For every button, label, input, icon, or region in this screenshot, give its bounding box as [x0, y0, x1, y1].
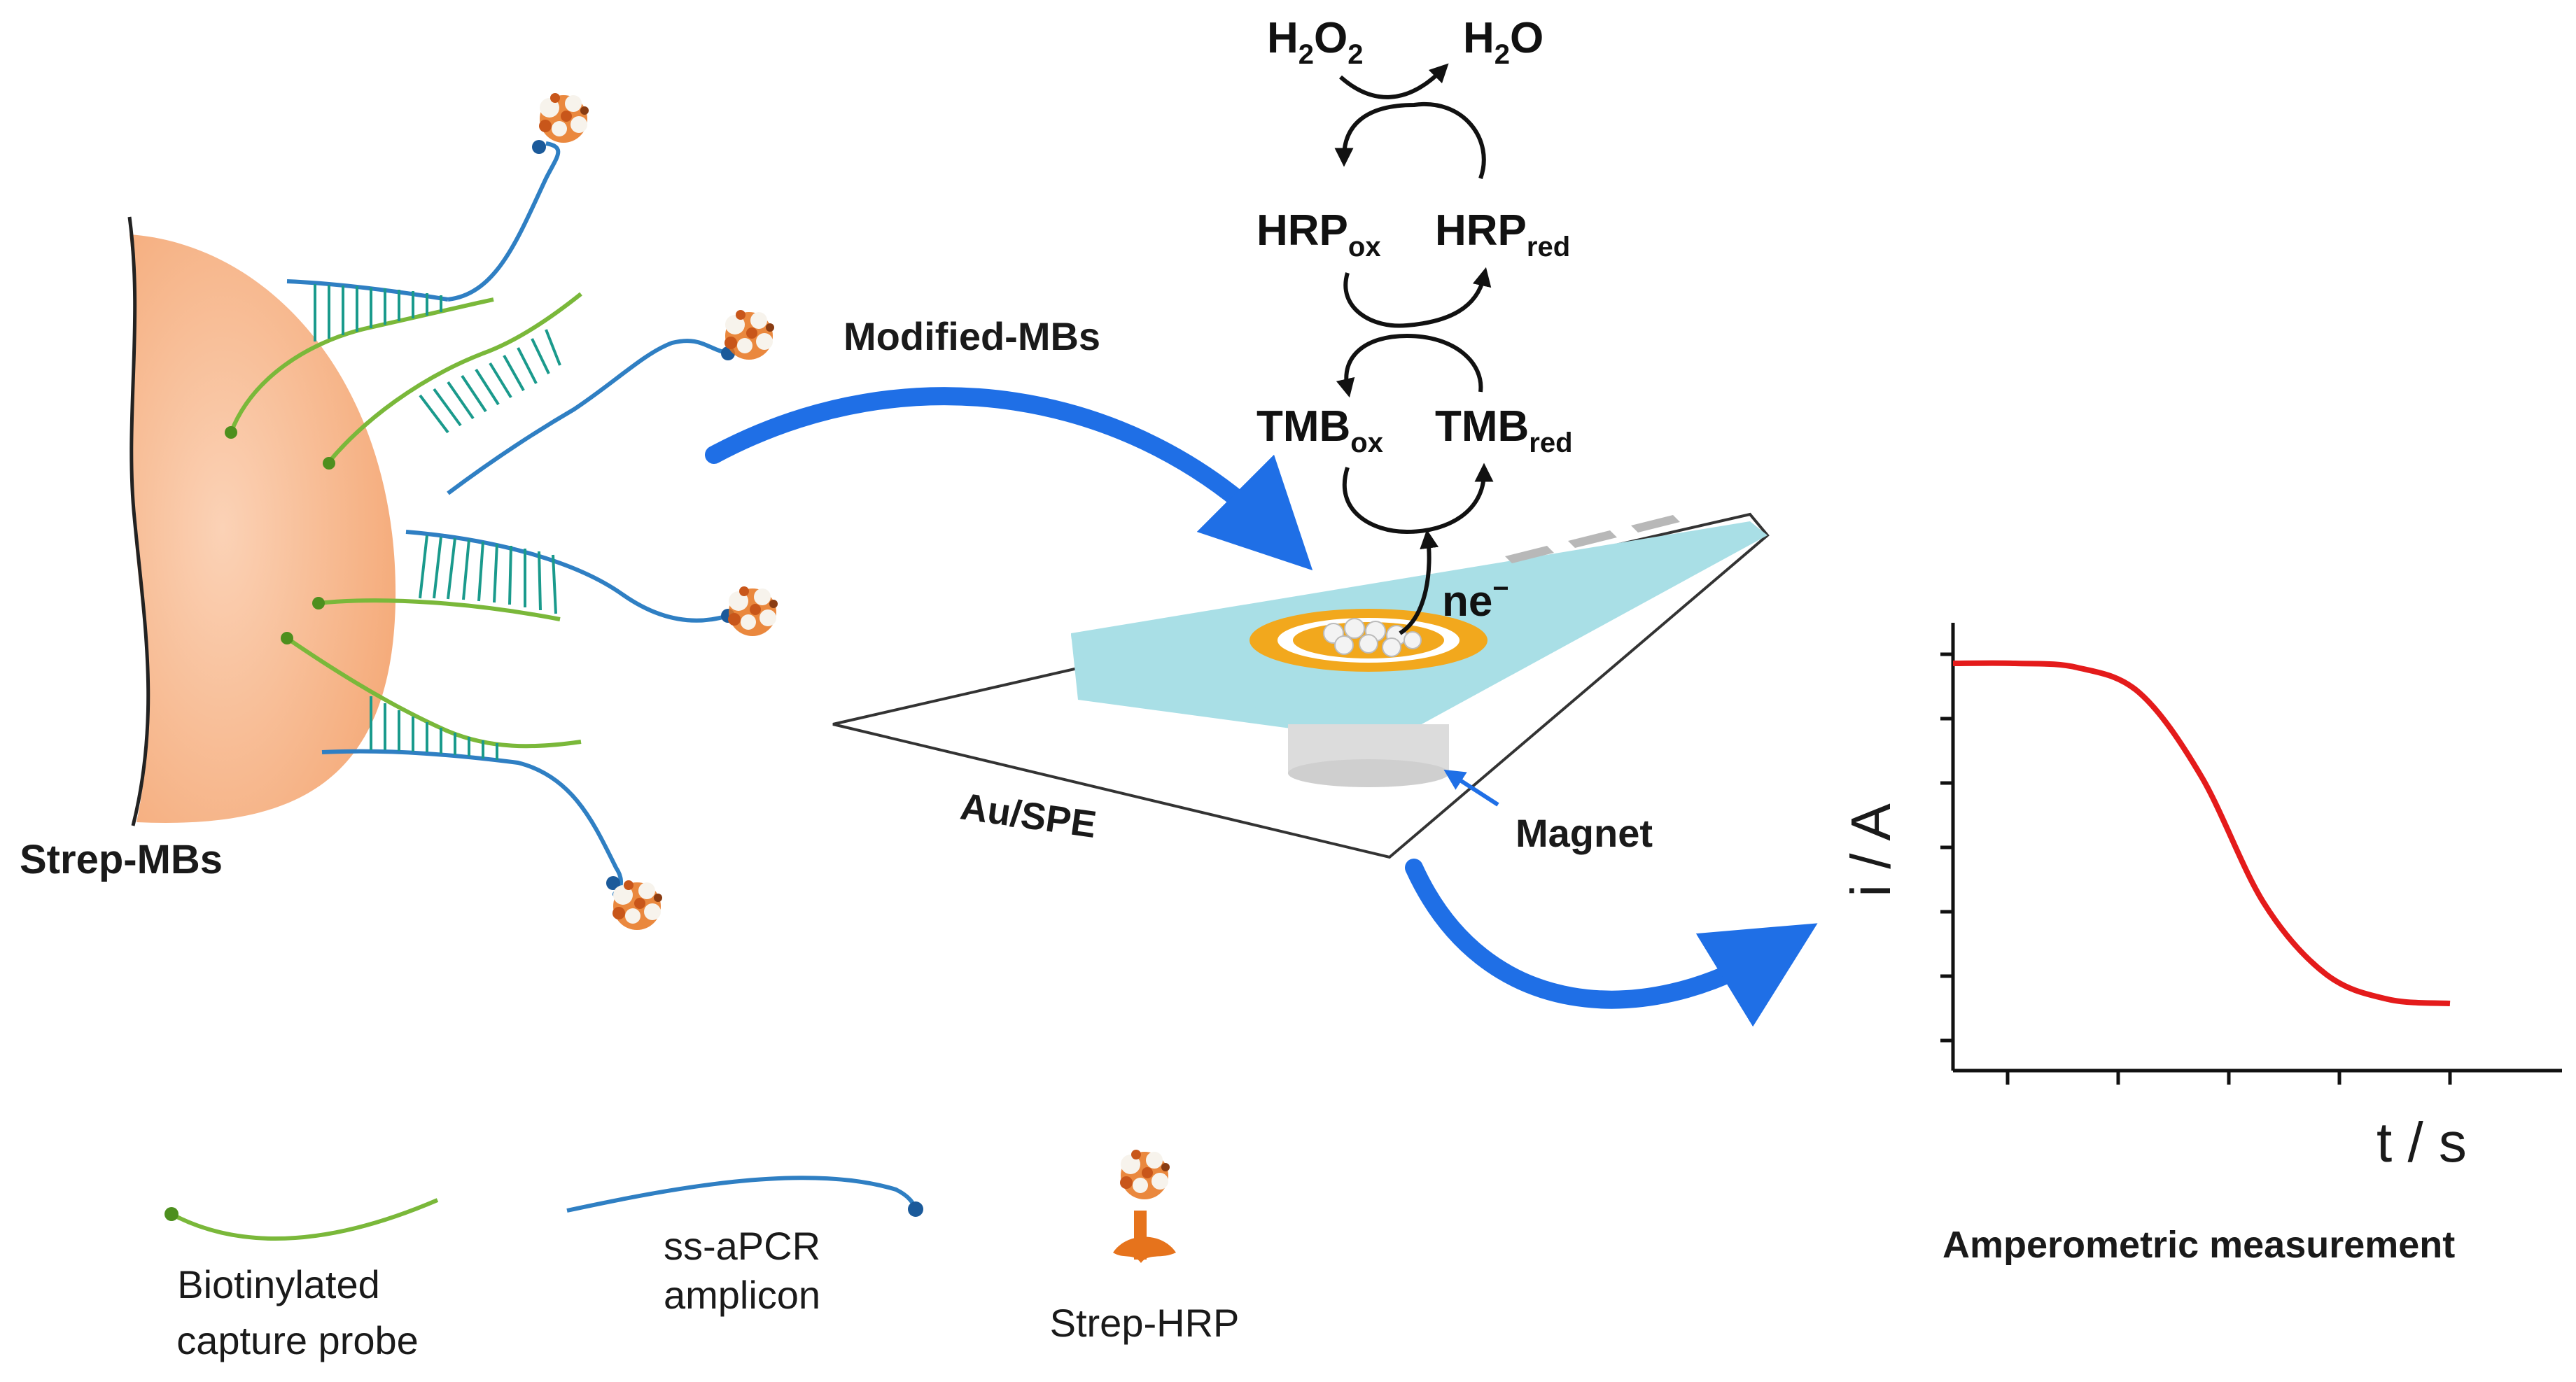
x-axis-label: t / s — [2376, 1111, 2467, 1173]
legend: Biotinylated capture probe ss-aPCR ampli… — [164, 1150, 1239, 1362]
y-axis-ticks — [1940, 652, 1953, 1043]
hrp-ox-label: HRPox — [1256, 206, 1381, 262]
magnetic-bead — [127, 216, 396, 826]
tmb-ox-label: TMBox — [1256, 402, 1383, 458]
legend-strep-hrp-icon — [1113, 1150, 1176, 1263]
legend-capture-probe-symbol — [170, 1198, 439, 1241]
magnet-pointer-arrow — [1443, 769, 1499, 807]
modified-mbs-label: Modified-MBs — [844, 314, 1100, 358]
modified-mbs-arrow — [705, 387, 1313, 571]
h2o-label: H2O — [1463, 14, 1544, 70]
x-axis-ticks — [2005, 1071, 2452, 1085]
legend-strep-hrp-label: Strep-HRP — [1050, 1301, 1240, 1345]
electron-transfer-arrow — [1399, 529, 1439, 635]
ne-label: ne− — [1442, 573, 1509, 626]
current-decay-curve — [1952, 660, 2451, 1006]
tmb-red-label: TMBred — [1435, 402, 1573, 458]
legend-amplicon-line1: ss-aPCR — [664, 1224, 820, 1268]
h2o2-label: H2O2 — [1267, 14, 1364, 70]
hybridized-probes — [225, 93, 778, 930]
amperometric-label: Amperometric measurement — [1942, 1224, 2455, 1266]
legend-capture-probe-line1: Biotinylated — [177, 1262, 380, 1306]
strep-mbs-label: Strep-MBs — [20, 837, 223, 882]
hrp-red-label: HRPred — [1435, 206, 1570, 262]
measurement-arrow — [1405, 859, 1818, 1027]
screen-printed-electrode — [832, 512, 1770, 859]
au-spe-label: Au/SPE — [958, 785, 1098, 846]
legend-amplicon-line2: amplicon — [664, 1273, 820, 1317]
legend-capture-probe-line2: capture probe — [176, 1318, 419, 1362]
magnet-label: Magnet — [1516, 811, 1653, 855]
amperometric-chart: i / A t / s — [1840, 623, 2562, 1173]
redox-cycle: H2O2 H2O HRPox HRPred TMBox TMBred — [1256, 14, 1573, 535]
legend-amplicon-symbol — [566, 1176, 918, 1213]
y-axis-label: i / A — [1840, 803, 1902, 897]
